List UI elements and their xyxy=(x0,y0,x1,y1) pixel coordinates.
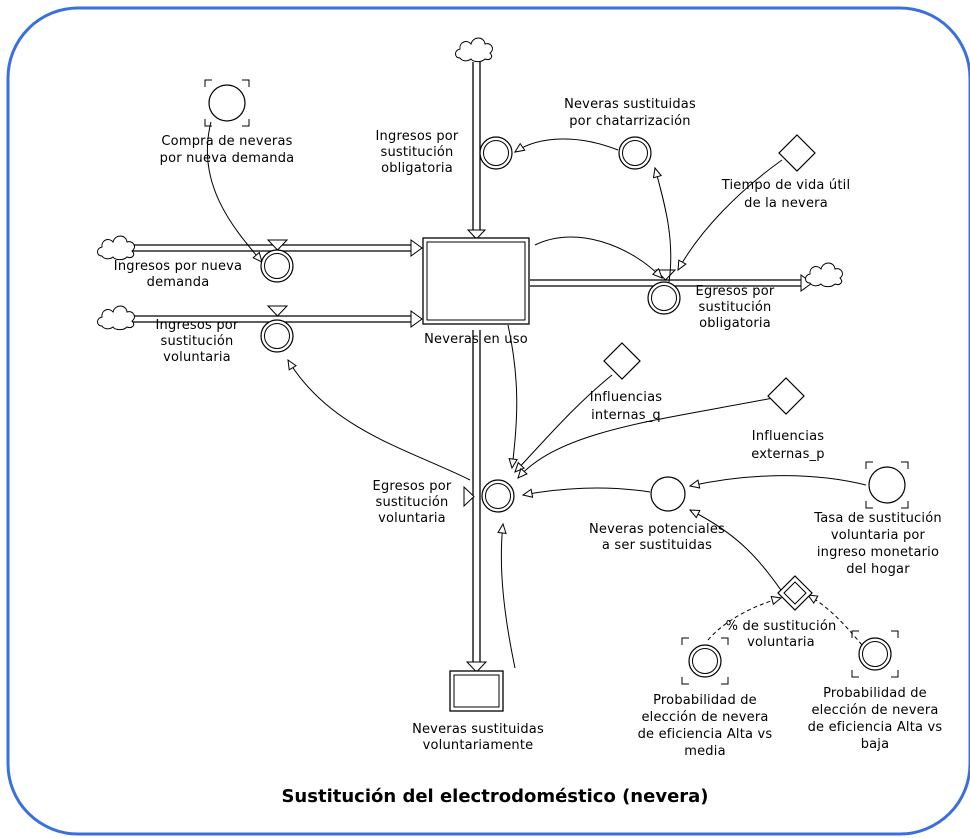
label-tiempo-vida-util: Tiempo de vida útil de la nevera xyxy=(721,178,851,211)
label-line: por chatarrización xyxy=(569,114,691,129)
const-influencias-externas xyxy=(767,377,805,415)
label-line: Egresos por xyxy=(373,479,452,494)
label-line: Probabilidad de xyxy=(653,693,757,708)
label-line: % de sustitución xyxy=(726,619,837,634)
label-line: Probabilidad de xyxy=(823,686,927,701)
label-line: por nueva demanda xyxy=(160,151,295,166)
aux-tasa-sustitucion xyxy=(865,461,909,509)
label-influencias-externas: Influencias externas_p xyxy=(751,429,824,462)
label-line: Compra de neveras xyxy=(161,134,292,149)
label-neveras-en-uso: Neveras en uso xyxy=(424,332,528,347)
label-line: Tiempo de vida útil xyxy=(721,178,851,193)
label-line: de eficiencia Alta vs xyxy=(808,720,943,735)
label-line: voluntaria xyxy=(747,635,815,650)
aux-neveras-potenciales xyxy=(650,476,686,512)
const-tiempo-vida-util xyxy=(778,134,816,172)
label-line: ingreso monetario xyxy=(817,545,939,560)
label-neveras-chatarrizacion: Neveras sustituidas por chatarrización xyxy=(564,97,696,129)
label-tasa-sustitucion: Tasa de sustitución voluntaria por ingreso… xyxy=(813,511,942,577)
label-line: a ser sustituidas xyxy=(602,538,712,553)
label-line: Ingresos por xyxy=(156,318,239,333)
label-line: elección de nevera xyxy=(641,710,768,725)
label-line: de la nevera xyxy=(744,196,828,211)
label-line: sustitución xyxy=(699,300,772,315)
valve-egresos-voluntaria xyxy=(481,479,515,513)
label-line: Influencias xyxy=(590,390,662,405)
label-influencias-internas: Influencias internas_q xyxy=(590,390,662,423)
label-prob-alta-baja: Probabilidad de elección de nevera de efic… xyxy=(808,686,943,752)
label-line: obligatoria xyxy=(699,316,771,331)
label-line: Ingresos por nueva xyxy=(114,259,242,274)
label-line: voluntaria xyxy=(163,350,231,365)
pipe-egresos-voluntaria xyxy=(463,330,488,673)
label-line: elección de nevera xyxy=(811,703,938,718)
aux-prob-alta-media xyxy=(681,637,729,685)
label-compra-neveras: Compra de neveras por nueva demanda xyxy=(160,134,295,166)
valve-ingresos-obligatoria xyxy=(479,136,513,170)
label-line: sustitución xyxy=(376,495,449,510)
label-line: internas_q xyxy=(591,408,661,423)
aux-neveras-chatarrizacion xyxy=(618,136,652,170)
label-line: media xyxy=(684,744,726,759)
label-line: voluntariamente xyxy=(423,738,534,753)
diagram-title: Sustitución del electrodoméstico (nevera… xyxy=(281,786,708,807)
label-line: Tasa de sustitución xyxy=(813,511,942,526)
label-line: Neveras potenciales xyxy=(589,522,725,537)
label-line: Influencias xyxy=(752,429,824,444)
aux-prob-alta-baja xyxy=(851,630,899,678)
label-line: Egresos por xyxy=(696,284,775,299)
label-line: voluntaria xyxy=(378,511,446,526)
label-line: del hogar xyxy=(846,562,910,577)
diagram-frame xyxy=(6,6,970,836)
label-prob-alta-media: Probabilidad de elección de nevera de efic… xyxy=(638,693,773,759)
label-line: Ingresos por xyxy=(376,129,459,144)
const-influencias-internas xyxy=(603,342,641,380)
label-line: demanda xyxy=(147,275,210,290)
valve-ingresos-voluntaria xyxy=(260,319,294,353)
valve-egresos-obligatoria xyxy=(647,281,681,315)
label-line: de eficiencia Alta vs xyxy=(638,727,773,742)
label-line: obligatoria xyxy=(381,161,453,176)
label-line: externas_p xyxy=(751,447,824,462)
label-line: Neveras sustituidas xyxy=(412,722,544,737)
label-line: Neveras sustituidas xyxy=(564,97,696,112)
aux-pct-sustitucion xyxy=(777,575,813,611)
valve-ingresos-nueva-demanda xyxy=(260,249,294,283)
stock-neveras-sustituidas-voluntariamente xyxy=(449,670,504,712)
label-line: baja xyxy=(861,737,890,752)
causal-links xyxy=(206,121,867,669)
label-line: sustitución xyxy=(381,145,454,160)
label-line: voluntaria por xyxy=(831,528,926,543)
label-line: sustitución xyxy=(161,334,234,349)
pipe-ingresos-obligatoria xyxy=(466,62,487,240)
aux-compra-neveras xyxy=(204,79,250,127)
stock-neveras-en-uso xyxy=(422,237,530,325)
